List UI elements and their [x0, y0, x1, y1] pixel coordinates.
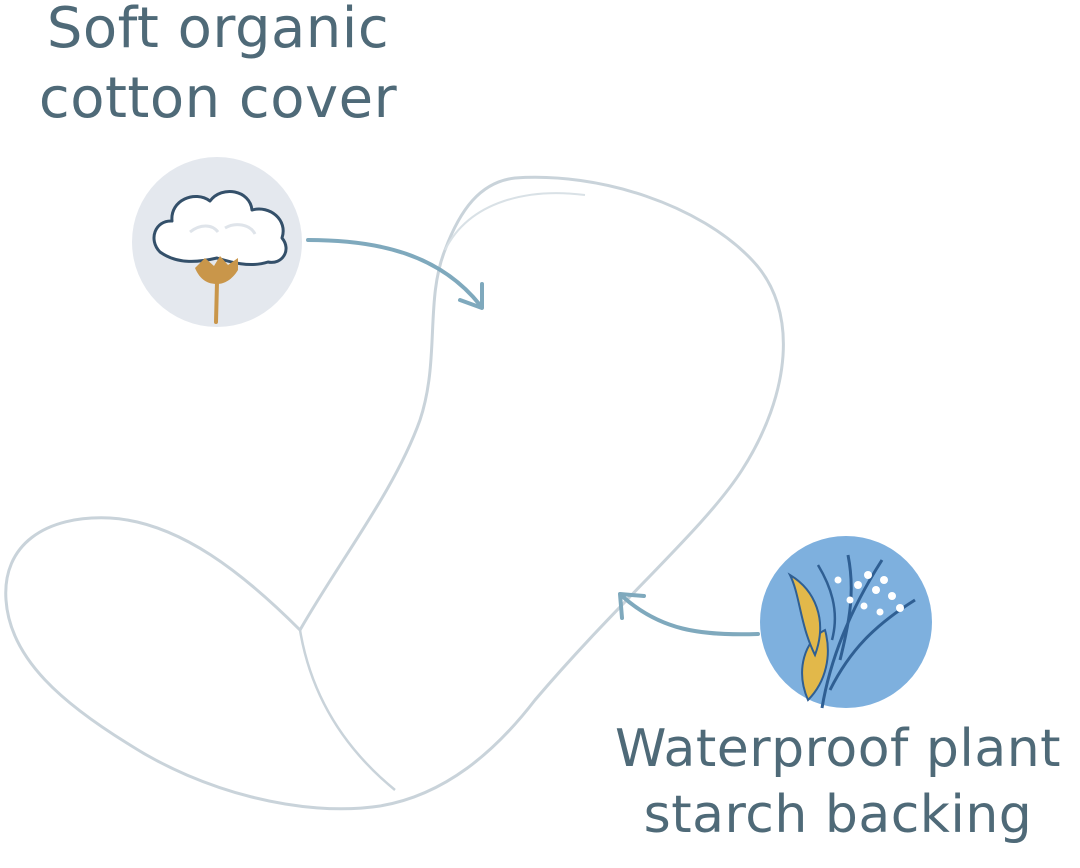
pad-illustration — [4, 175, 785, 811]
cotton-cover-label-line-1: Soft organic — [46, 0, 390, 61]
pad-top-edge — [444, 192, 586, 251]
cotton-cover-label-line-2: cotton cover — [38, 66, 398, 131]
cotton-boll-icon — [132, 157, 302, 327]
arrow-to-starch-backing — [618, 592, 760, 637]
starch-backing-label-line-1: Waterproof plant — [614, 719, 1062, 779]
cotton-cover-label: Soft organic cotton cover — [18, 0, 418, 134]
pad-fold-line — [298, 629, 396, 791]
starch-backing-label: Waterproof plant starch backing — [596, 716, 1080, 848]
pad-outline — [4, 175, 785, 811]
plant-wheat-icon — [760, 536, 932, 709]
arrow-to-cotton-cover — [306, 238, 484, 310]
starch-backing-label-line-2: starch backing — [643, 785, 1033, 845]
